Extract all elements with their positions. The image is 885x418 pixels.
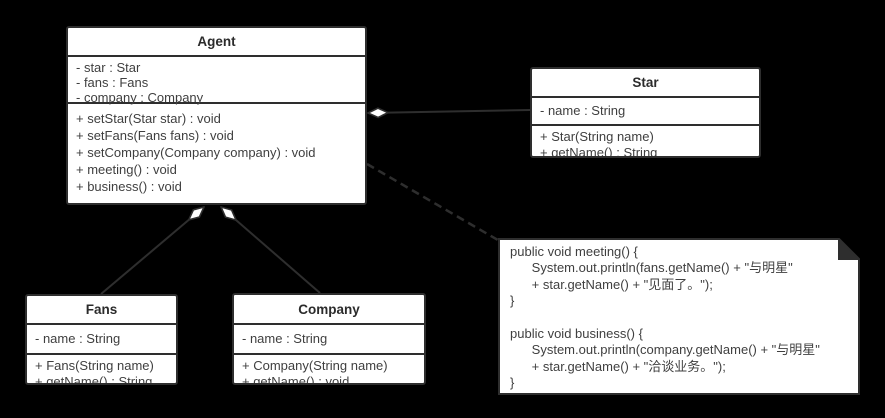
dashed-note-connector <box>366 162 504 245</box>
method: + getName() : String <box>540 145 658 158</box>
note-fold-icon <box>838 238 860 260</box>
class-company: Company - name : String + Company(String… <box>232 293 426 385</box>
uml-note: public void meeting() { System.out.print… <box>498 238 860 395</box>
attribute: - name : String <box>242 331 328 346</box>
method: + Star(String name) <box>540 129 654 144</box>
method: + meeting() : void <box>76 162 177 177</box>
method: + getName() : String <box>35 374 153 385</box>
class-fans-methods: + Fans(String name) + getName() : String <box>27 355 176 385</box>
attribute: - fans : Fans <box>76 75 149 90</box>
aggregation-connector-agent-fans <box>100 207 204 295</box>
class-star-attributes: - name : String <box>532 98 759 126</box>
method: + setStar(Star star) : void <box>76 111 221 126</box>
class-agent: Agent - star : Star - fans : Fans - comp… <box>66 26 367 205</box>
class-agent-attributes: - star : Star - fans : Fans - company : … <box>68 57 365 105</box>
attribute: - star : Star <box>76 60 141 75</box>
attribute: - name : String <box>35 331 121 346</box>
class-company-methods: + Company(String name) + getName() : voi… <box>234 355 424 385</box>
method: + Fans(String name) <box>35 358 154 373</box>
aggregation-connector-agent-company <box>221 207 321 294</box>
method: + getName() : void <box>242 374 350 385</box>
class-fans-title: Fans <box>27 296 176 325</box>
class-star: Star - name : String + Star(String name)… <box>530 67 761 158</box>
class-star-methods: + Star(String name) + getName() : String <box>532 126 759 158</box>
class-agent-title: Agent <box>68 28 365 57</box>
attribute: - name : String <box>540 103 626 118</box>
class-agent-methods: + setStar(Star star) : void + setFans(Fa… <box>68 104 365 195</box>
method: + Company(String name) <box>242 358 388 373</box>
class-company-title: Company <box>234 295 424 325</box>
method: + business() : void <box>76 179 182 194</box>
aggregation-connector-agent-star <box>368 110 531 113</box>
class-star-title: Star <box>532 69 759 98</box>
attribute: - company : Company <box>76 90 204 105</box>
note-code: public void meeting() { System.out.print… <box>510 244 820 391</box>
class-company-attributes: - name : String <box>234 325 424 355</box>
class-fans-attributes: - name : String <box>27 325 176 355</box>
method: + setFans(Fans fans) : void <box>76 128 234 143</box>
note-outline <box>498 238 860 395</box>
method: + setCompany(Company company) : void <box>76 145 316 160</box>
class-fans: Fans - name : String + Fans(String name)… <box>25 294 178 385</box>
